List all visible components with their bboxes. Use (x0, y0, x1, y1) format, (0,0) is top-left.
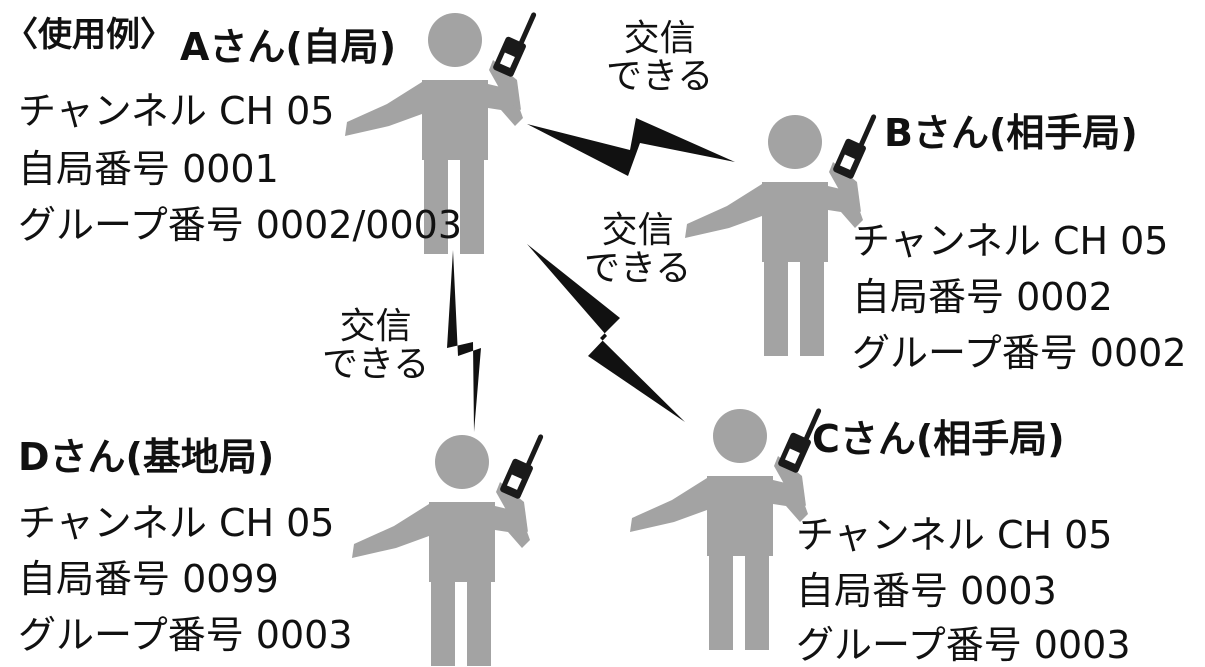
lightning-bolt-ac-icon (527, 244, 685, 422)
person-d-icon (352, 430, 546, 666)
lightning-bolt-ab-icon (527, 118, 735, 176)
station-c-channel: チャンネル CH 05 (796, 513, 1113, 557)
station-b-own-number: 自局番号 0002 (852, 275, 1113, 319)
person-c-icon (630, 404, 824, 650)
link-ac-line1: 交信 (601, 210, 674, 251)
station-b-group-number: グループ番号 0002 (852, 331, 1187, 375)
link-ab-line1: 交信 (623, 18, 696, 59)
station-c-group-number: グループ番号 0003 (796, 623, 1131, 667)
station-b-channel: チャンネル CH 05 (852, 219, 1169, 263)
station-d-name: Dさん(基地局) (18, 435, 275, 479)
station-d-own-number: 自局番号 0099 (18, 557, 279, 601)
link-ab-line2: できる (606, 55, 714, 97)
link-ad-label: 交信 できる (322, 308, 429, 384)
station-d-channel: チャンネル CH 05 (18, 501, 335, 545)
person-b-icon (685, 110, 879, 356)
link-ad-line1: 交信 (339, 306, 412, 347)
lightning-bolt-ad-icon (447, 250, 481, 432)
station-a-own-number: 自局番号 0001 (18, 147, 279, 191)
link-ac-line2: できる (584, 247, 692, 289)
section-label: 〈使用例〉 (4, 15, 174, 55)
station-a-group-number: グループ番号 0002/0003 (18, 203, 463, 247)
link-ad-line2: できる (322, 343, 430, 385)
station-c-name: Cさん(相手局) (812, 417, 1065, 461)
station-d-group-number: グループ番号 0003 (18, 613, 353, 657)
link-ab-label: 交信 できる (606, 20, 713, 96)
station-b-name: Bさん(相手局) (884, 111, 1138, 155)
link-ac-label: 交信 できる (584, 212, 691, 288)
station-c-own-number: 自局番号 0003 (796, 569, 1057, 613)
station-a-name: Aさん(自局) (180, 25, 397, 69)
station-a-channel: チャンネル CH 05 (18, 89, 335, 133)
